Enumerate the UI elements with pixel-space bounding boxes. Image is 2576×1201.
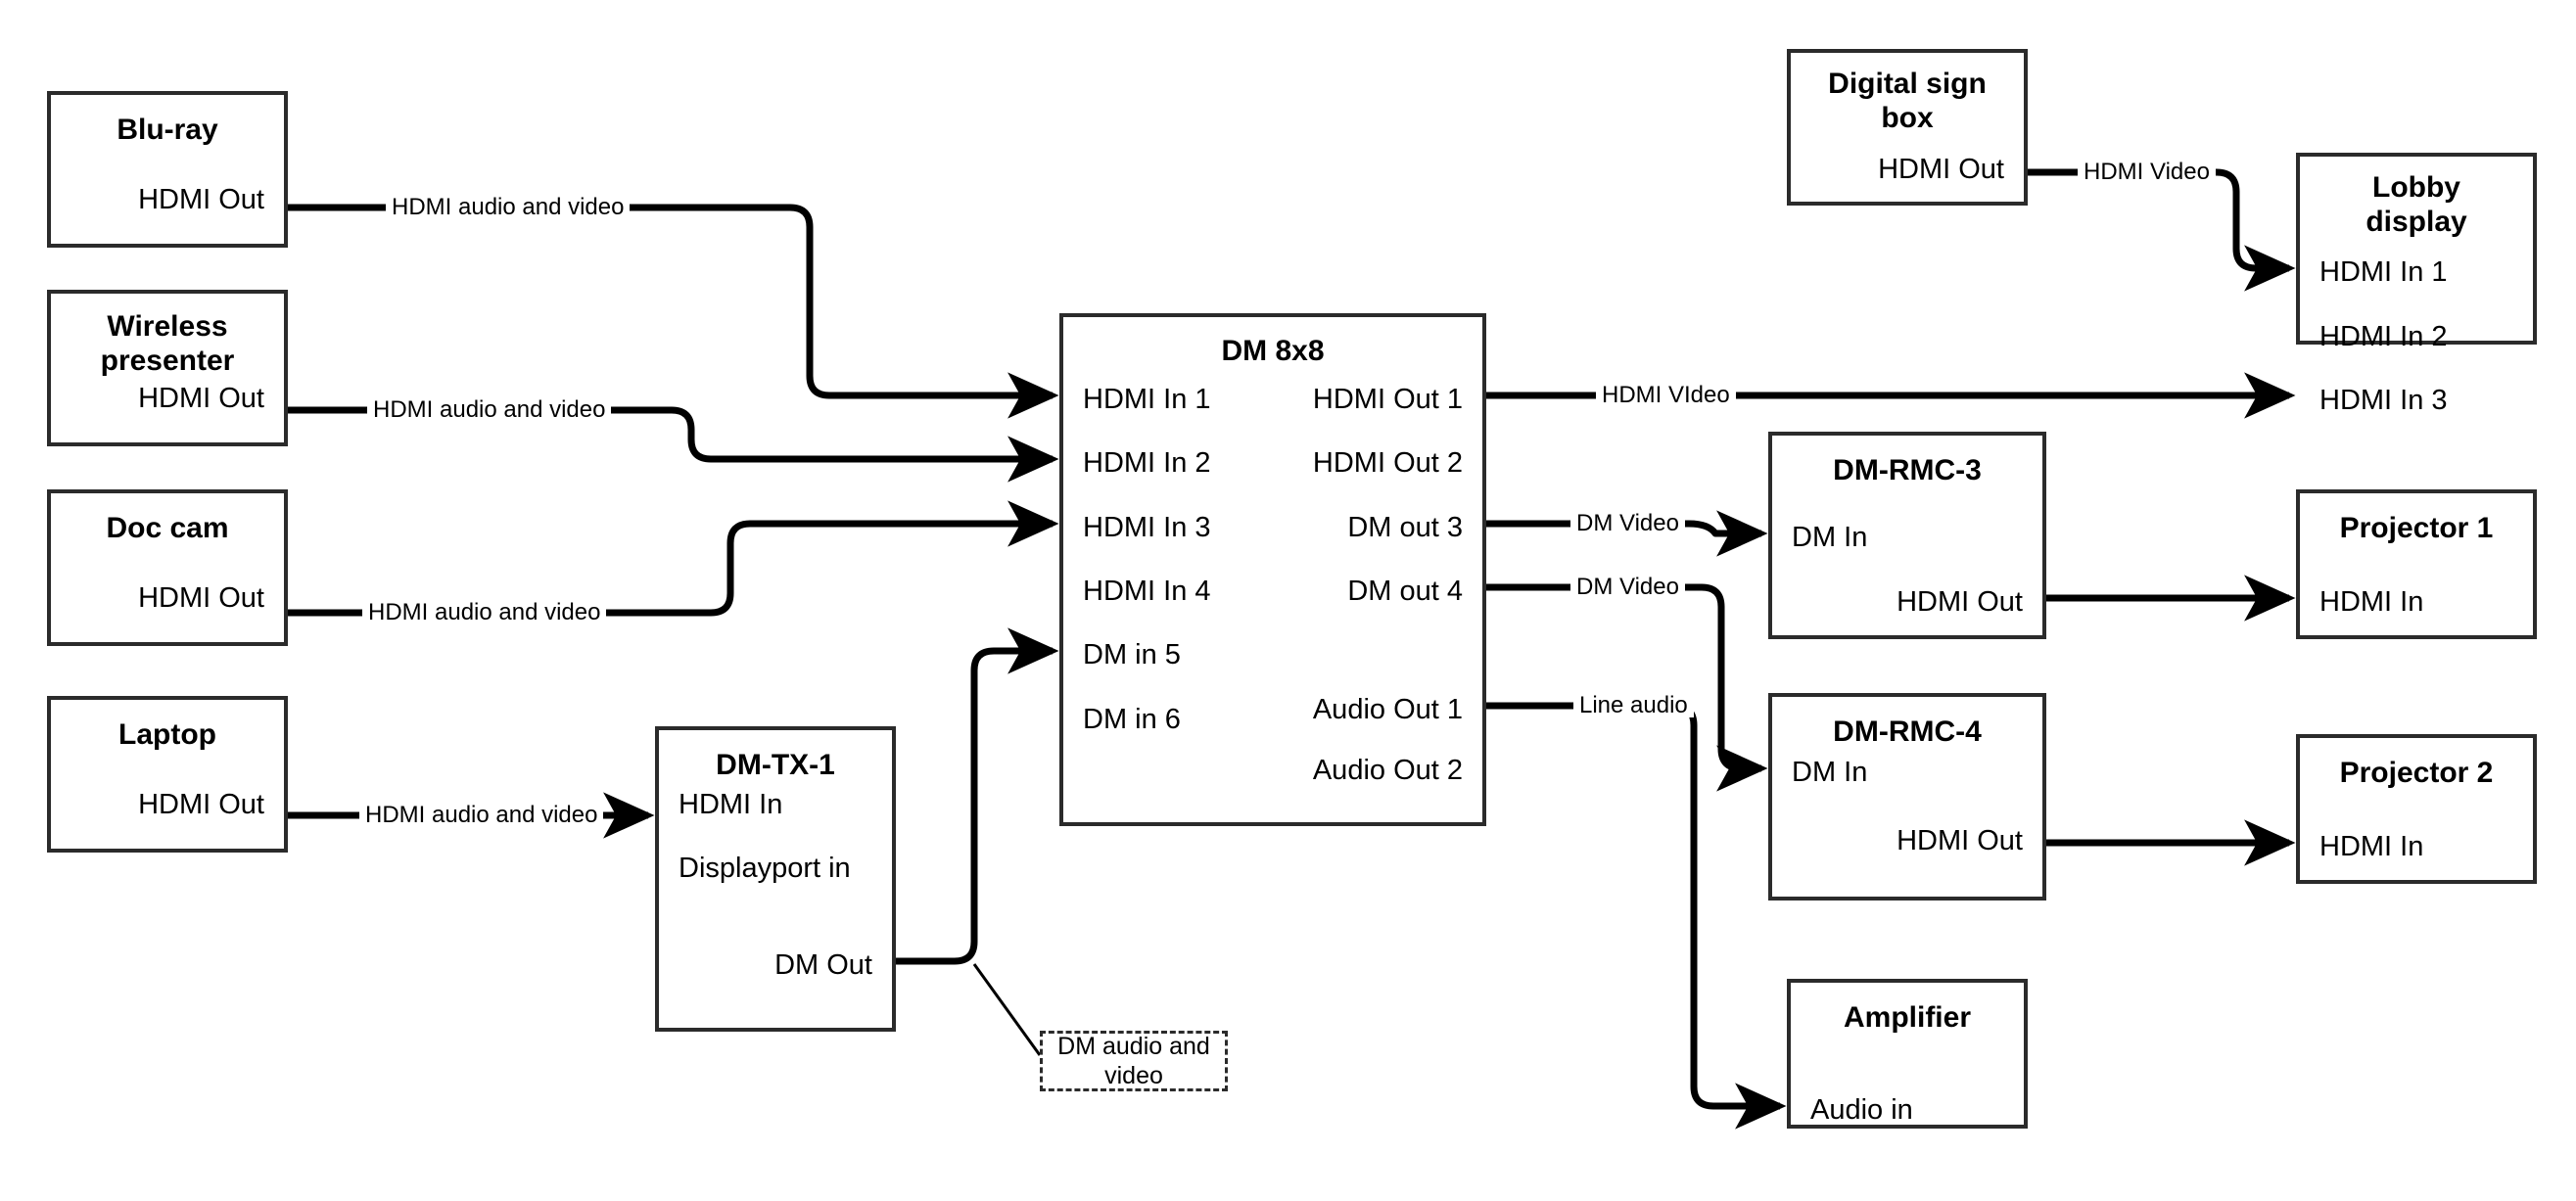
wire-wireless-to-hdmi-in-2 bbox=[288, 406, 1059, 483]
port-dm-8x8-hdmi-out-1[interactable]: HDMI Out 1 bbox=[1312, 384, 1463, 415]
port-lobby-display-hdmi-in-3[interactable]: HDMI In 3 bbox=[2319, 385, 2448, 416]
device-title-laptop: Laptop bbox=[118, 718, 216, 751]
port-dm-rmc-4-hdmi-out[interactable]: HDMI Out bbox=[1897, 825, 2023, 856]
wire-dmout3-to-rmc3 bbox=[1486, 510, 1768, 557]
edge-label-dmout3-to-rmc3: DM Video bbox=[1570, 512, 1685, 535]
edge-label-laptop-to-tx: HDMI audio and video bbox=[359, 804, 604, 827]
device-box-projector-1[interactable]: Projector 1 HDMI In bbox=[2296, 489, 2537, 639]
device-box-dm-rmc-4[interactable]: DM-RMC-4 DM In HDMI Out bbox=[1768, 693, 2046, 901]
device-title-dm-8x8: DM 8x8 bbox=[1221, 335, 1325, 367]
port-projector-2-hdmi-in[interactable]: HDMI In bbox=[2319, 831, 2424, 862]
port-lobby-display-hdmi-in-2[interactable]: HDMI In 2 bbox=[2319, 321, 2448, 352]
port-dm-8x8-hdmi-out-2[interactable]: HDMI Out 2 bbox=[1312, 447, 1463, 479]
port-amplifier-audio-in[interactable]: Audio in bbox=[1810, 1094, 1913, 1126]
port-dm-rmc-4-dm-in[interactable]: DM In bbox=[1792, 757, 1868, 788]
edge-label-audioout1-to-amp: Line audio bbox=[1573, 694, 1694, 717]
device-title-doc-cam: Doc cam bbox=[106, 512, 229, 544]
port-dm-rmc-3-dm-in[interactable]: DM In bbox=[1792, 522, 1868, 553]
device-box-projector-2[interactable]: Projector 2 HDMI In bbox=[2296, 734, 2537, 884]
port-dm-8x8-hdmi-in-2[interactable]: HDMI In 2 bbox=[1083, 447, 1211, 479]
port-dm-tx-1-hdmi-in[interactable]: HDMI In bbox=[679, 789, 783, 820]
device-title-dm-rmc-4: DM-RMC-4 bbox=[1833, 716, 1982, 748]
edge-label-doccam-to-dm: HDMI audio and video bbox=[362, 601, 607, 624]
wire-dmtx-dmout-to-dm-in-5 bbox=[896, 627, 1059, 965]
port-dm-8x8-hdmi-in-1[interactable]: HDMI In 1 bbox=[1083, 384, 1211, 415]
port-dm-8x8-dm-out-4[interactable]: DM out 4 bbox=[1347, 576, 1463, 607]
port-lobby-display-hdmi-in-1[interactable]: HDMI In 1 bbox=[2319, 256, 2448, 288]
port-dm-8x8-audio-out-1[interactable]: Audio Out 1 bbox=[1312, 694, 1463, 725]
port-bluray-hdmi-out[interactable]: HDMI Out bbox=[138, 184, 264, 215]
port-dm-rmc-3-hdmi-out[interactable]: HDMI Out bbox=[1897, 586, 2023, 618]
port-dm-8x8-audio-out-2[interactable]: Audio Out 2 bbox=[1312, 755, 1463, 786]
callout-leader-line bbox=[972, 963, 1042, 1056]
port-projector-1-hdmi-in[interactable]: HDMI In bbox=[2319, 586, 2424, 618]
port-doc-cam-hdmi-out[interactable]: HDMI Out bbox=[138, 582, 264, 614]
port-dm-8x8-dm-in-5[interactable]: DM in 5 bbox=[1083, 639, 1181, 670]
callout-dm-audio-video-note: DM audio and video bbox=[1040, 1031, 1228, 1091]
port-laptop-hdmi-out[interactable]: HDMI Out bbox=[138, 789, 264, 820]
edge-label-signbox-to-lobby: HDMI Video bbox=[2078, 161, 2216, 184]
port-wireless-presenter-hdmi-out[interactable]: HDMI Out bbox=[138, 383, 264, 414]
wire-signbox-to-lobby-hdmi-in-1 bbox=[2028, 168, 2296, 292]
device-box-dm-rmc-3[interactable]: DM-RMC-3 DM In HDMI Out bbox=[1768, 432, 2046, 639]
device-title-dm-rmc-3: DM-RMC-3 bbox=[1833, 454, 1982, 486]
device-title-amplifier: Amplifier bbox=[1843, 1001, 1972, 1034]
port-digital-sign-box-hdmi-out[interactable]: HDMI Out bbox=[1878, 154, 2004, 185]
edge-label-dmout4-to-rmc4: DM Video bbox=[1570, 576, 1685, 599]
edge-label-wireless-to-dm: HDMI audio and video bbox=[367, 398, 612, 422]
port-dm-8x8-dm-out-3[interactable]: DM out 3 bbox=[1347, 512, 1463, 543]
edge-label-hdmiout1-to-lobby: HDMI VIdeo bbox=[1596, 384, 1736, 407]
device-title-projector-1: Projector 1 bbox=[2339, 512, 2494, 544]
port-dm-8x8-dm-in-6[interactable]: DM in 6 bbox=[1083, 704, 1181, 735]
wire-doccam-to-hdmi-in-3 bbox=[288, 500, 1059, 617]
port-dm-tx-1-dm-out[interactable]: DM Out bbox=[774, 949, 872, 981]
edge-label-bluray-to-dm: HDMI audio and video bbox=[386, 196, 631, 219]
port-dm-8x8-hdmi-in-3[interactable]: HDMI In 3 bbox=[1083, 512, 1211, 543]
port-dm-8x8-hdmi-in-4[interactable]: HDMI In 4 bbox=[1083, 576, 1211, 607]
wire-bluray-to-hdmi-in-1 bbox=[288, 204, 1059, 419]
port-dm-tx-1-displayport-in[interactable]: Displayport in bbox=[679, 853, 851, 884]
wire-dmout4-to-rmc4 bbox=[1486, 583, 1768, 792]
device-title-dm-tx-1: DM-TX-1 bbox=[716, 749, 835, 781]
device-title-projector-2: Projector 2 bbox=[2339, 757, 2494, 789]
device-title-bluray: Blu-ray bbox=[117, 114, 218, 146]
